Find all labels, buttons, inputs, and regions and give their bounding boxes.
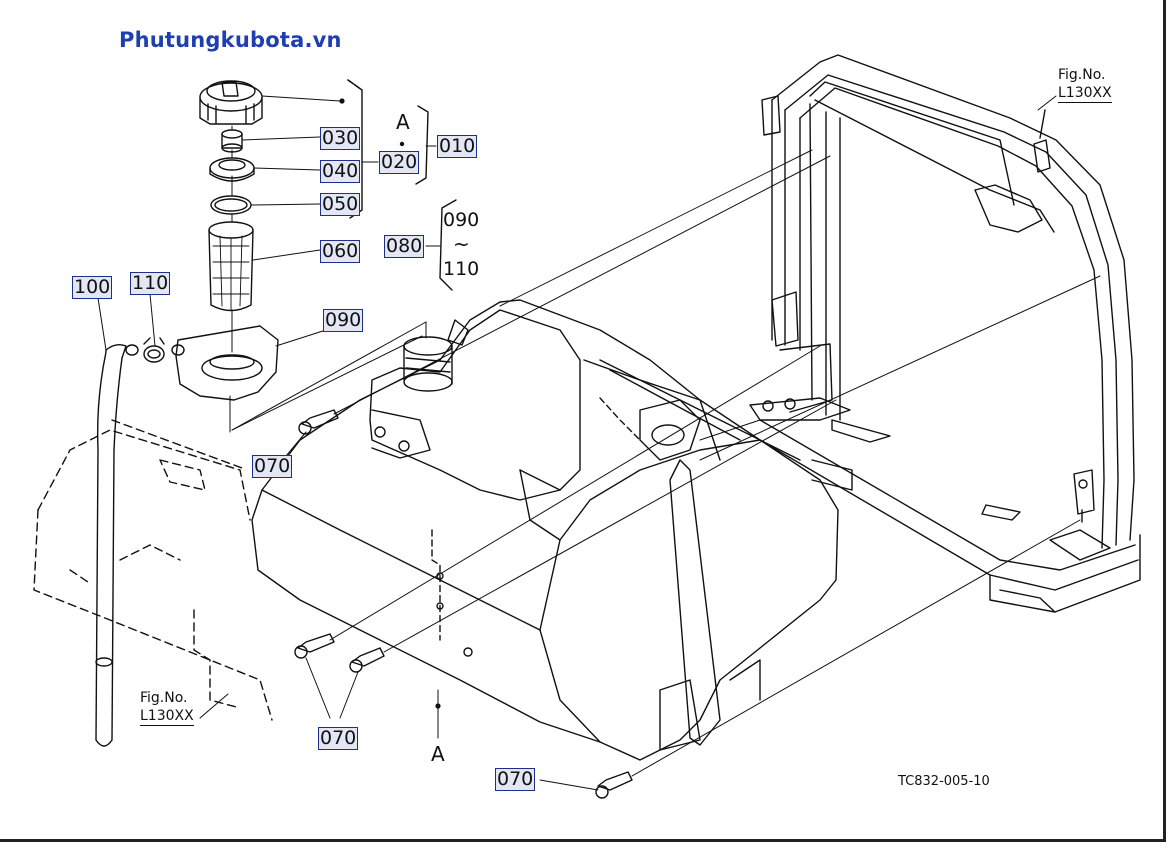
part-label-040[interactable]: 040 [320, 160, 361, 183]
projection-lines [329, 149, 1101, 777]
part-label-060[interactable]: 060 [320, 240, 361, 263]
guide-plate [175, 325, 279, 401]
part-label-030[interactable]: 030 [320, 127, 361, 150]
page-frame [0, 0, 1166, 842]
fig-ref-bottom-line1: Fig.No. [140, 690, 188, 706]
part-range-090: 090 [443, 209, 480, 231]
part-label-090[interactable]: 090 [323, 309, 364, 332]
fig-ref-bottom-line2: L130XX [140, 708, 194, 726]
fig-ref-bottom: Fig.No. L130XX [140, 689, 194, 726]
part-label-100[interactable]: 100 [72, 276, 113, 299]
dot-markers [339, 98, 441, 709]
watermark-text: Phutungkubota.vn [119, 28, 342, 52]
part-label-080[interactable]: 080 [384, 235, 425, 258]
bracket-dashes [347, 79, 363, 91]
rear-frame [749, 54, 1141, 613]
fuel-tank [251, 299, 839, 761]
fig-ref-top-line2: L130XX [1058, 85, 1112, 103]
part-label-010[interactable]: 010 [437, 135, 478, 158]
filler-cap [199, 80, 263, 125]
range-tilde: ~ [453, 232, 470, 256]
fig-ref-top: Fig.No. L130XX [1058, 66, 1112, 103]
hose-part [95, 343, 127, 747]
leader-lines [97, 95, 1057, 791]
part-label-070-right[interactable]: 070 [495, 768, 536, 791]
part-label-070-top[interactable]: 070 [252, 455, 293, 478]
left-cover [33, 419, 273, 721]
part-label-020[interactable]: 020 [379, 151, 420, 174]
part-label-050[interactable]: 050 [320, 193, 361, 216]
strainer-part [208, 221, 254, 312]
fig-ref-top-line1: Fig.No. [1058, 67, 1106, 83]
drawing-code: TC832-005-10 [898, 774, 990, 789]
part-label-070-bottom[interactable]: 070 [318, 727, 359, 750]
part-label-110[interactable]: 110 [130, 272, 171, 295]
letter-a-top: A [396, 110, 410, 134]
bolts [294, 409, 633, 799]
letter-a-bottom: A [431, 742, 445, 766]
hose-clamp [125, 337, 185, 363]
part-range-110: 110 [443, 258, 480, 280]
hidden-lines [431, 397, 641, 641]
